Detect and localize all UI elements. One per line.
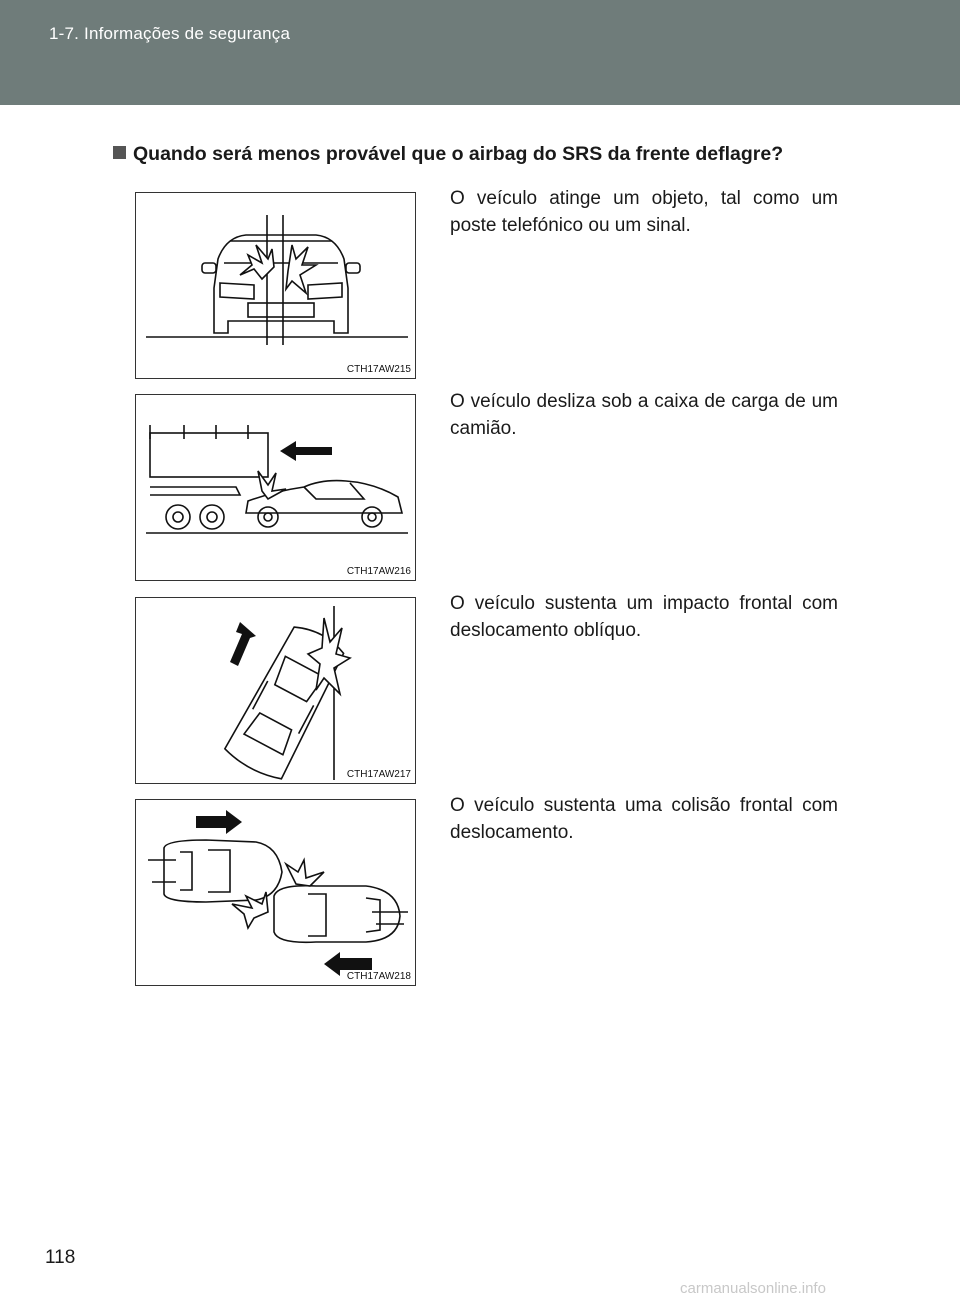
item-text: O veículo sustenta uma colisão frontal c… xyxy=(450,795,838,843)
figure-pole-impact: CTH17AW215 xyxy=(135,192,416,379)
figure-offset-collision: CTH17AW218 xyxy=(135,799,416,986)
figure-code: CTH17AW217 xyxy=(346,769,411,780)
section-heading: Quando será menos provável que o airbag … xyxy=(113,143,783,166)
offset-collision-illustration xyxy=(148,810,408,976)
figure-code: CTH17AW215 xyxy=(346,364,411,375)
figure-under-truck: CTH17AW216 xyxy=(135,394,416,581)
page-number: 118 xyxy=(45,1247,76,1268)
under-truck-illustration xyxy=(146,425,408,534)
pole-impact-illustration xyxy=(146,215,408,345)
figure-code: CTH17AW216 xyxy=(346,566,411,577)
section-title: 1-7. Informações de segurança xyxy=(49,24,291,43)
figure-oblique-impact: CTH17AW217 xyxy=(135,597,416,784)
item-text: O veículo sustenta um impacto frontal co… xyxy=(450,593,838,641)
item-text: O veículo desliza sob a caixa de carga d… xyxy=(450,391,838,439)
header-band: 1-7. Informações de segurança xyxy=(0,0,960,105)
watermark: carmanualsonline.info xyxy=(680,1280,826,1297)
figure-code: CTH17AW218 xyxy=(346,971,411,982)
square-bullet-icon xyxy=(113,146,126,159)
heading-text: Quando será menos provável que o airbag … xyxy=(133,143,784,165)
oblique-impact-illustration xyxy=(223,606,352,780)
item-text: O veículo atinge um objeto, tal como um … xyxy=(450,188,838,236)
